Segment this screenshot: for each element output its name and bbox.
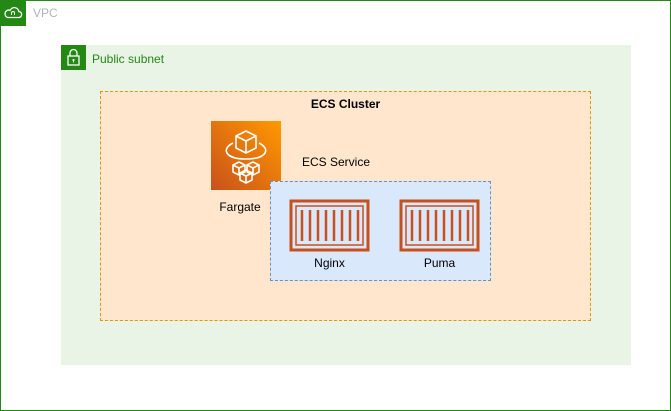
fargate-icon xyxy=(211,121,281,190)
cloud-icon xyxy=(0,0,26,26)
vpc-label: VPC xyxy=(33,6,58,20)
public-subnet-label: Public subnet xyxy=(92,52,165,66)
puma-label: Puma xyxy=(423,256,456,270)
ecs-cluster-label: ECS Cluster xyxy=(310,97,381,111)
nginx-container-icon xyxy=(289,199,370,252)
puma-container-icon xyxy=(399,199,480,252)
ecs-service-label: ECS Service xyxy=(302,155,371,169)
fargate-label: Fargate xyxy=(219,200,261,214)
padlock-icon xyxy=(61,45,86,70)
ecs-service-group xyxy=(270,181,491,281)
nginx-label: Nginx xyxy=(314,256,345,270)
